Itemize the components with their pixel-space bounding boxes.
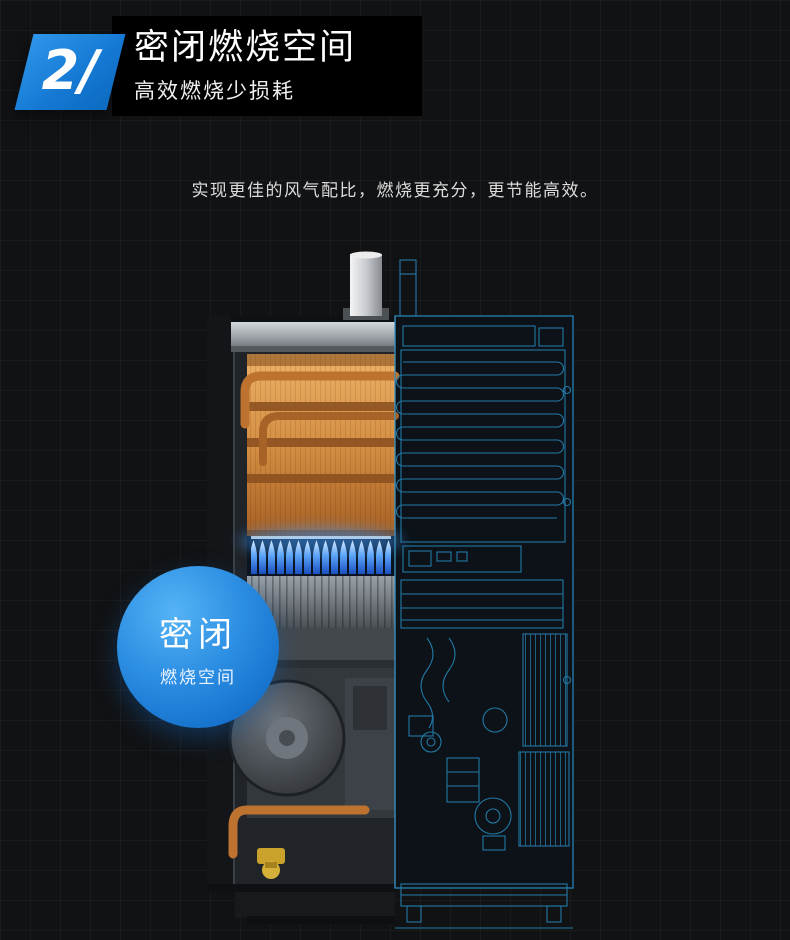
section-title: 密闭燃烧空间	[134, 28, 357, 68]
blueprint-burner	[400, 579, 564, 629]
section-title-box: 密闭燃烧空间 高效燃烧少损耗	[112, 16, 422, 116]
blueprint-components	[408, 637, 508, 803]
section-subtitle: 高效燃烧少损耗	[134, 78, 295, 103]
callout-subtitle: 燃烧空间	[160, 667, 236, 688]
blueprint-dimension-markers	[562, 385, 572, 685]
blueprint-pump	[474, 797, 512, 851]
blueprint-half	[394, 259, 574, 929]
flue-pipe	[343, 251, 389, 320]
blueprint-coil	[395, 361, 565, 519]
copper-pipes	[240, 371, 400, 466]
burner-flames	[239, 528, 403, 576]
blueprint-control-board	[402, 545, 522, 573]
section-number-badge: 2/	[14, 34, 126, 110]
blueprint-fan-coil	[518, 633, 570, 847]
callout-bubble: 密闭 燃烧空间	[117, 566, 279, 728]
base	[207, 884, 395, 924]
gas-valve	[257, 848, 285, 879]
water-pipe	[228, 805, 370, 859]
heater-cutaway-illustration	[195, 250, 595, 940]
fan	[228, 668, 395, 818]
callout-title: 密闭	[159, 614, 237, 655]
section-number: 2/	[41, 39, 99, 102]
heat-exchanger	[247, 354, 395, 540]
heater-cutaway-svg	[207, 251, 574, 929]
blueprint-base	[395, 883, 573, 929]
section-description: 实现更佳的风气配比，燃烧更充分，更节能高效。	[191, 181, 599, 201]
